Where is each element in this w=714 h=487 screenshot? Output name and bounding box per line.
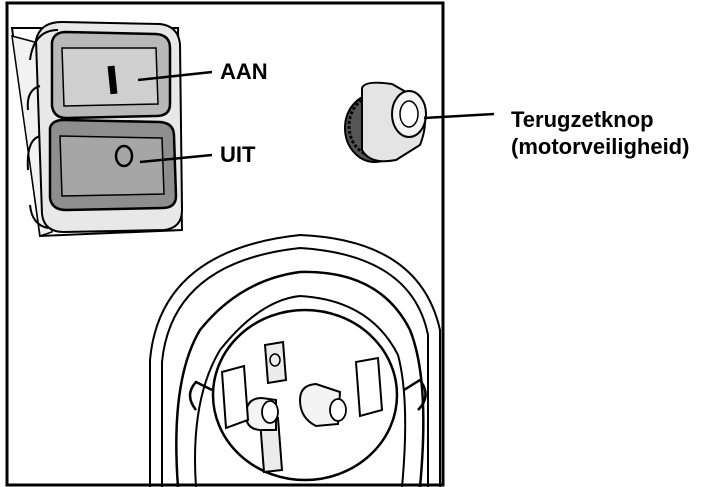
- reset-label-line2: (motorveiligheid): [511, 134, 690, 159]
- on-leader-line: [137, 70, 213, 82]
- reset-label-line1: Terugzetknop: [511, 107, 654, 132]
- off-button: [48, 118, 178, 212]
- off-label: UIT: [220, 142, 256, 167]
- on-button: [50, 30, 172, 120]
- power-socket: [149, 233, 441, 487]
- off-symbol-icon: [114, 144, 134, 168]
- on-symbol-icon: [107, 65, 118, 95]
- reset-knob: [344, 81, 427, 163]
- reset-leader-line: [423, 112, 495, 120]
- on-label: AAN: [220, 59, 268, 84]
- off-leader-line: [139, 153, 213, 164]
